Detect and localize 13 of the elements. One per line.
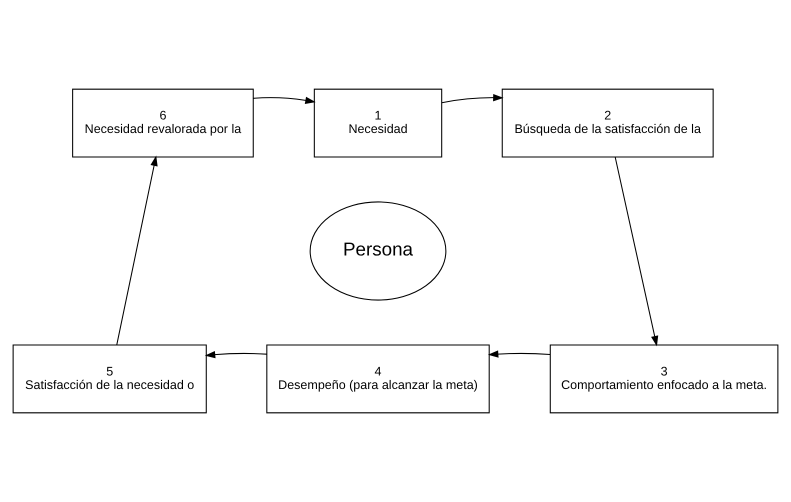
arrow	[116, 156, 158, 345]
arrow	[442, 94, 504, 104]
node-ellipse: Persona	[310, 201, 446, 301]
node-box: 6 Necesidad revalorada por la	[72, 88, 254, 158]
arrow	[204, 350, 267, 358]
node-box: 2 Búsqueda de la satisfacción de la	[502, 88, 714, 158]
node-box: 3 Comportamiento enfocado a la meta.	[550, 344, 778, 414]
node-box: 5 Satisfacción de la necesidad o	[12, 344, 207, 414]
node-box: 1 Necesidad	[314, 88, 442, 158]
arrow	[253, 96, 316, 104]
arrow	[488, 350, 550, 358]
arrow	[614, 156, 658, 346]
node-box: 4 Desempeño (para alcanzar la meta)	[266, 344, 490, 414]
